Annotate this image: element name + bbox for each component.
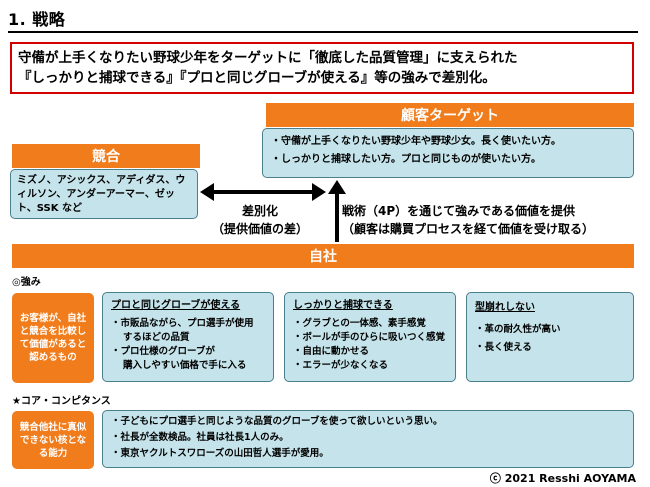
strength-card-item: ・革の耐久性が高い (475, 324, 561, 335)
target-item: ・守備が上手くなりたい野球少年や野球少女。長く使いたい方。 (271, 136, 561, 147)
strengths-label: ◎強み (12, 277, 41, 288)
competitors-box: ミズノ、アシックス、アディダス、ウィルソン、アンダーアーマー、ゼット、SSK な… (10, 169, 198, 219)
differentiation-arrow (200, 183, 326, 201)
core-competence-side-box: 競合他社に真似できない核となる能力 (12, 411, 94, 469)
strength-card-catching: しっかりと捕球できる ・グラブとの一体感、素手感覚 ・ボールが手のひらに吸いつく… (284, 292, 456, 382)
target-item: ・しっかりと捕球したい方。プロと同じものが使いたい方。 (271, 154, 541, 165)
differentiation-title: 差別化 (241, 204, 278, 218)
strength-card-item: ・グラブとの一体感、素手感覚 (293, 318, 426, 329)
core-competence-item: ・東京ヤクルトスワローズの山田哲人選手が愛用。 (111, 448, 329, 459)
core-competence-item: ・子どもにプロ選手と同じような品質のグローブを使って欲しいという思い。 (111, 416, 443, 427)
value-delivery-line-1: 戦術（4P）を通じて強みである価値を提供 (342, 204, 576, 218)
strength-card-item: ・市販品ながら、プロ選手が使用 (111, 318, 254, 329)
target-header: 顧客ターゲット (266, 103, 634, 127)
copyright: ⓒ 2021 Resshi AOYAMA (489, 472, 636, 485)
core-competence-label: ★コア・コンピタンス (12, 396, 111, 407)
value-arrow (328, 180, 346, 242)
headline-line-1: 守備が上手くなりたい野球少年をターゲットに「徹底した品質管理」に支えられた (18, 50, 518, 66)
differentiation-subtitle: （提供価値の差） (211, 222, 308, 236)
strength-card-shape-retention: 型崩れしない ・革の耐久性が高い ・長く使える (466, 292, 634, 382)
core-competence-box: ・子どもにプロ選手と同じような品質のグローブを使って欲しいという思い。 ・社長が… (102, 410, 634, 468)
headline-line-2: 『しっかりと捕球できる』『プロと同じグローブが使える』等の強みで差別化。 (18, 70, 496, 86)
strength-card-pro-glove: プロと同じグローブが使える ・市販品ながら、プロ選手が使用 するほどの品質 ・プ… (102, 292, 274, 382)
strengths-side-box: お客様が、自社と競合を比較して価値があると認めるもの (12, 293, 94, 383)
value-delivery-label: 戦術（4P）を通じて強みである価値を提供 （顧客は購買プロセスを経て価値を受け取… (342, 202, 642, 238)
title-divider (8, 31, 638, 33)
page-title: 1. 戦略 (8, 10, 66, 29)
strength-card-heading: 型崩れしない (475, 302, 535, 313)
strength-card-item: ・自由に動かせる (293, 346, 370, 357)
strength-card-heading: しっかりと捕球できる (293, 300, 393, 311)
strength-card-item: ・長く使える (475, 342, 532, 353)
company-header: 自社 (12, 244, 634, 268)
competitors-header: 競合 (12, 144, 200, 168)
headline-box: 守備が上手くなりたい野球少年をターゲットに「徹底した品質管理」に支えられた 『し… (10, 42, 634, 94)
target-box: ・守備が上手くなりたい野球少年や野球少女。長く使いたい方。 ・しっかりと捕球した… (262, 128, 634, 178)
strength-card-item: ・ボールが手のひらに吸いつく感覚 (293, 332, 446, 343)
strength-card-item: するほどの品質 (123, 332, 190, 343)
core-competence-item: ・社長が全数検品。社員は社長1人のみ。 (111, 432, 289, 443)
strength-card-heading: プロと同じグローブが使える (111, 300, 241, 311)
strength-card-item: ・プロ仕様のグローブが (111, 346, 215, 357)
value-delivery-line-2: （顧客は購買プロセスを経て価値を受け取る） (342, 222, 595, 236)
differentiation-label: 差別化 （提供価値の差） (200, 202, 320, 238)
strength-card-item: 購入しやすい価格で手に入る (123, 360, 247, 371)
strength-card-item: ・エラーが少なくなる (293, 360, 389, 371)
